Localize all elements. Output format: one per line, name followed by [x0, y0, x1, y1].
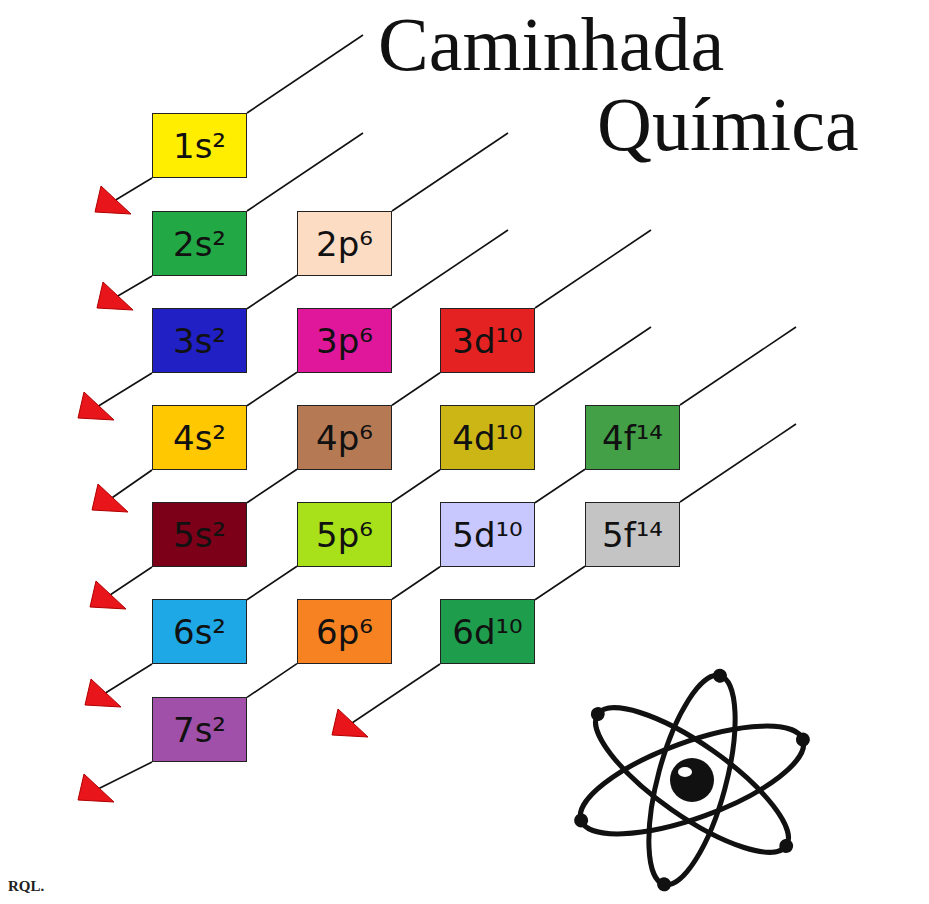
- diagonal-connector: [247, 372, 297, 405]
- guide-line: [247, 35, 363, 113]
- orbital-label: 6p⁶: [316, 615, 373, 649]
- orbital-box: 1s²: [152, 113, 247, 178]
- atom-orbit: [562, 702, 823, 859]
- orbital-label: 3s²: [173, 324, 226, 358]
- orbital-label: 1s²: [173, 129, 226, 163]
- orbital-box: 7s²: [152, 697, 247, 762]
- orbital-box: 4s²: [152, 405, 247, 470]
- orbital-label: 5p⁶: [316, 518, 373, 552]
- orbital-box: 2p⁶: [297, 211, 392, 276]
- arrow-head: [78, 392, 114, 420]
- diagonal-connector: [247, 469, 297, 502]
- arrow-head: [78, 774, 114, 802]
- orbital-box: 4p⁶: [297, 405, 392, 470]
- guide-line: [247, 133, 363, 211]
- atom-orbit: [571, 681, 812, 880]
- guide-line: [92, 762, 152, 792]
- orbital-box: 5f¹⁴: [585, 502, 680, 567]
- orbital-label: 5d¹⁰: [452, 518, 522, 552]
- orbital-label: 4p⁶: [316, 421, 373, 455]
- diagonal-connector: [535, 566, 585, 599]
- diagonal-connector: [247, 566, 297, 599]
- orbital-label: 4s²: [173, 421, 226, 455]
- diagonal-connector: [535, 469, 585, 502]
- guide-line: [535, 327, 651, 405]
- guide-line: [92, 373, 152, 410]
- orbital-box: 6p⁶: [297, 599, 392, 664]
- orbital-box: 2s²: [152, 211, 247, 276]
- orbital-box: 3p⁶: [297, 308, 392, 373]
- orbital-box: 3s²: [152, 308, 247, 373]
- orbital-box: 5s²: [152, 502, 247, 567]
- arrow-head: [97, 282, 133, 310]
- guide-line: [99, 664, 152, 697]
- arrow-head: [95, 186, 131, 214]
- diagonal-connector: [247, 664, 297, 698]
- orbital-label: 4d¹⁰: [452, 421, 522, 455]
- guide-line: [535, 230, 651, 308]
- orbital-box: 3d¹⁰: [440, 308, 535, 373]
- orbital-box: 6d¹⁰: [440, 599, 535, 664]
- orbital-label: 3d¹⁰: [452, 324, 522, 358]
- arrow-head: [85, 679, 121, 707]
- orbital-box: 4d¹⁰: [440, 405, 535, 470]
- orbital-box: 6s²: [152, 599, 247, 664]
- orbital-label: 2s²: [173, 227, 226, 261]
- atom-nucleus: [670, 758, 714, 802]
- guide-line: [106, 470, 152, 502]
- orbital-box: 5p⁶: [297, 502, 392, 567]
- orbital-label: 6s²: [173, 615, 226, 649]
- arrow-head: [92, 484, 128, 512]
- orbital-label: 6d¹⁰: [452, 615, 522, 649]
- orbital-label: 3p⁶: [316, 324, 373, 358]
- diagonal-connector: [392, 373, 440, 406]
- guide-line: [104, 567, 152, 599]
- diagonal-connector: [392, 567, 440, 600]
- orbital-label: 2p⁶: [316, 227, 373, 261]
- author-initials: RQL.: [8, 878, 44, 895]
- orbital-box: 4f¹⁴: [585, 405, 680, 470]
- guide-line: [392, 230, 508, 308]
- diagonal-connector: [247, 275, 297, 308]
- arrow-head: [332, 709, 368, 737]
- guide-line: [392, 133, 508, 211]
- guide-line: [680, 327, 796, 405]
- orbital-label: 4f¹⁴: [602, 421, 663, 455]
- diagonal-connector: [392, 470, 440, 503]
- guide-line: [680, 424, 796, 502]
- guide-line: [346, 664, 440, 727]
- diagram-title: Caminhada Química: [378, 4, 925, 164]
- orbital-box: 5d¹⁰: [440, 502, 535, 567]
- orbital-label: 5s²: [173, 518, 226, 552]
- arrow-head: [90, 581, 126, 609]
- atom-illustration: [562, 660, 823, 900]
- arrow-heads: [78, 186, 368, 802]
- nucleus-highlight: [678, 767, 692, 777]
- orbital-label: 7s²: [173, 713, 226, 747]
- orbital-label: 5f¹⁴: [602, 518, 663, 552]
- atom-orbit: [629, 660, 754, 900]
